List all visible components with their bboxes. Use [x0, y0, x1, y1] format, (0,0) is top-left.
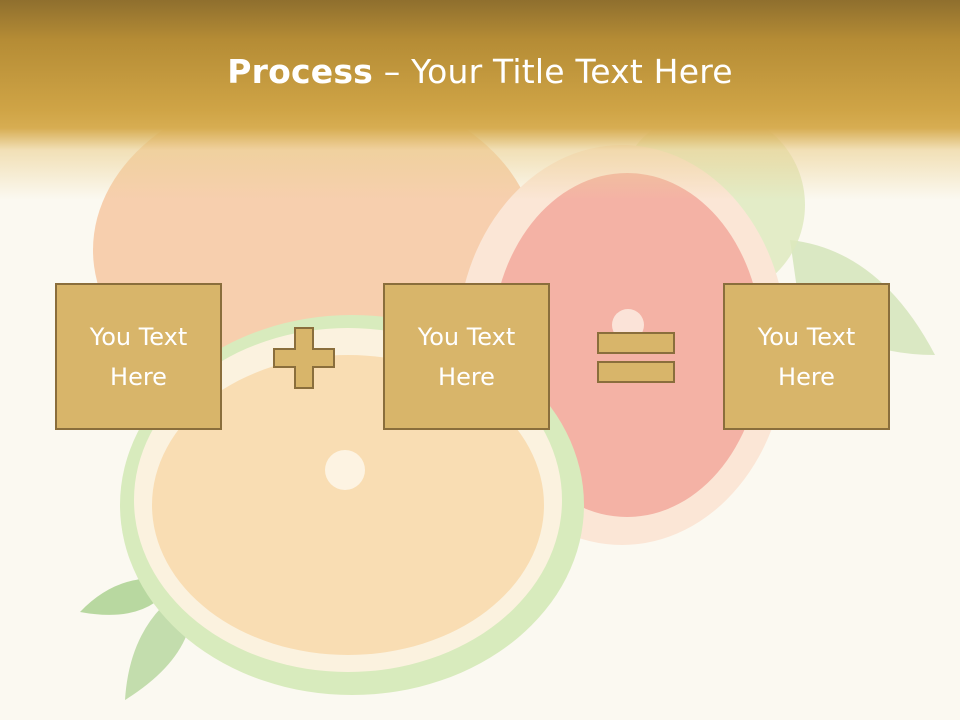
- process-box-1[interactable]: You Text Here: [55, 283, 222, 430]
- equals-icon: [597, 332, 675, 383]
- plus-icon: [273, 327, 335, 389]
- process-box-1-text: You Text Here: [89, 322, 188, 391]
- slide-title: Process – Your Title Text Here: [0, 52, 960, 91]
- title-bold: Process: [227, 52, 374, 91]
- process-box-2-text: You Text Here: [417, 322, 516, 391]
- process-box-2[interactable]: You Text Here: [383, 283, 550, 430]
- process-box-3[interactable]: You Text Here: [723, 283, 890, 430]
- process-box-3-text: You Text Here: [757, 322, 856, 391]
- header-band: [0, 0, 960, 200]
- title-rest: – Your Title Text Here: [373, 52, 733, 91]
